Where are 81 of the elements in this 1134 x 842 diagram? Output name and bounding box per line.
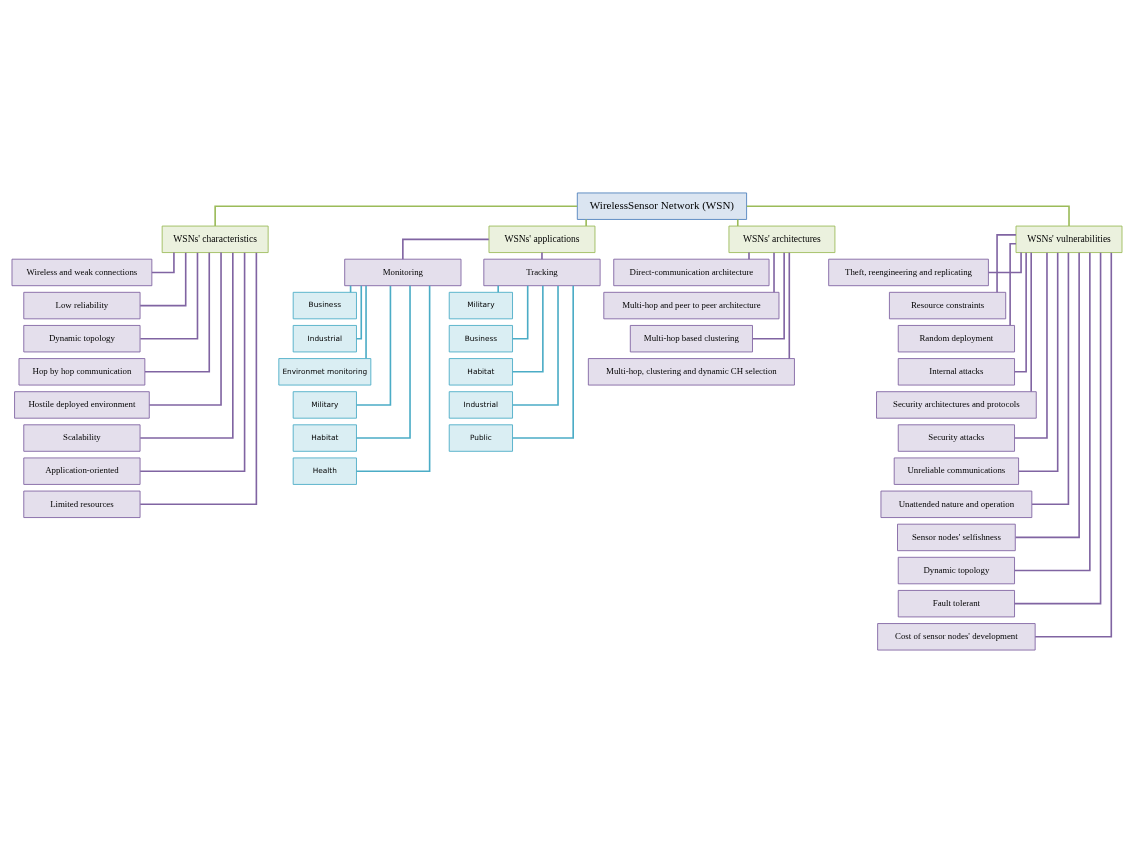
connector [541,251,543,260]
connector [748,251,750,260]
connector [355,284,431,472]
node-box: Application-oriented [23,457,141,485]
node-box: Habitat [448,357,513,385]
connector [355,284,392,406]
node-box: Business [292,291,357,319]
node-box: Hop by hop communication [18,357,146,385]
connector [139,251,199,339]
connector [144,251,211,373]
node-box: Random deployment [897,324,1015,352]
node-box: Theft, reengineering and replicating [828,258,989,286]
node-box: Military [448,291,513,319]
node-box: Military [292,390,357,419]
connector [148,251,222,406]
connector [1030,251,1032,392]
node-box: Multi-hop and peer to peer architecture [603,291,780,319]
node-box: Direct-communication architecture [613,258,770,286]
connector [1013,251,1102,604]
node-box: Health [292,457,357,485]
connector [1034,251,1113,638]
node-box: Sensor nodes' selfishness [897,523,1016,551]
connector [402,238,490,260]
node-box: Habitat [292,423,357,452]
node-box: Hostile deployed environment [14,390,150,419]
connector [151,251,175,273]
node-box: Cost of sensor nodes' development [877,622,1036,650]
node-box: Unattended nature and operation [880,490,1033,518]
node-box: Low reliability [23,291,141,319]
connector [139,251,234,439]
connector [365,284,367,359]
connector [511,284,574,439]
node-box: Security architectures and protocols [876,390,1037,419]
connector [1013,251,1027,373]
connector [511,284,559,406]
connector [355,284,363,339]
connector [788,251,791,359]
node-box: WirelessSensor Network (WSN) [576,192,748,220]
node-box: Dynamic topology [23,324,141,352]
connector [497,284,499,293]
connector [355,284,411,439]
node-box: Limited resources [23,490,141,518]
connector [736,218,739,227]
node-box: WSNs' characteristics [161,225,269,253]
connector [585,218,587,227]
connector [214,204,578,227]
node-box: WSNs' architectures [728,225,836,253]
node-box: Tracking [483,258,601,286]
node-box: Business [448,324,513,352]
node-box: Industrial [292,324,357,352]
connector [1009,242,1017,326]
node-box: Public [448,423,513,452]
node-box: WSNs' applications [488,225,596,253]
connector [511,284,544,373]
node-box: Resource constraints [888,291,1007,319]
node-box: Industrial [448,390,513,419]
node-box: Environmet monitoring [278,357,372,385]
connector [139,251,246,472]
node-box: Multi-hop based clustering [629,324,753,352]
node-box: WSNs' vulnerabilities [1015,225,1123,253]
connector [987,251,1022,273]
connector [1013,251,1091,571]
node-box: Wireless and weak connections [11,258,153,286]
node-box: Unreliable communications [893,457,1020,485]
connector [1018,251,1059,472]
connector [139,251,258,505]
connector [1014,251,1080,538]
node-box: Multi-hop, clustering and dynamic CH selection [587,357,795,385]
node-box: Dynamic topology [897,556,1015,584]
node-box: Monitoring [344,258,462,286]
node-box: Scalability [23,423,141,452]
connector [751,251,785,339]
node-box: Internal attacks [897,357,1015,385]
connector [773,251,775,293]
connector [1014,251,1048,439]
connector [1031,251,1070,505]
node-box: Fault tolerant [897,589,1015,617]
connector [996,233,1017,293]
connector [139,251,187,306]
connector [746,204,1070,227]
node-box: Security attacks [897,423,1015,452]
